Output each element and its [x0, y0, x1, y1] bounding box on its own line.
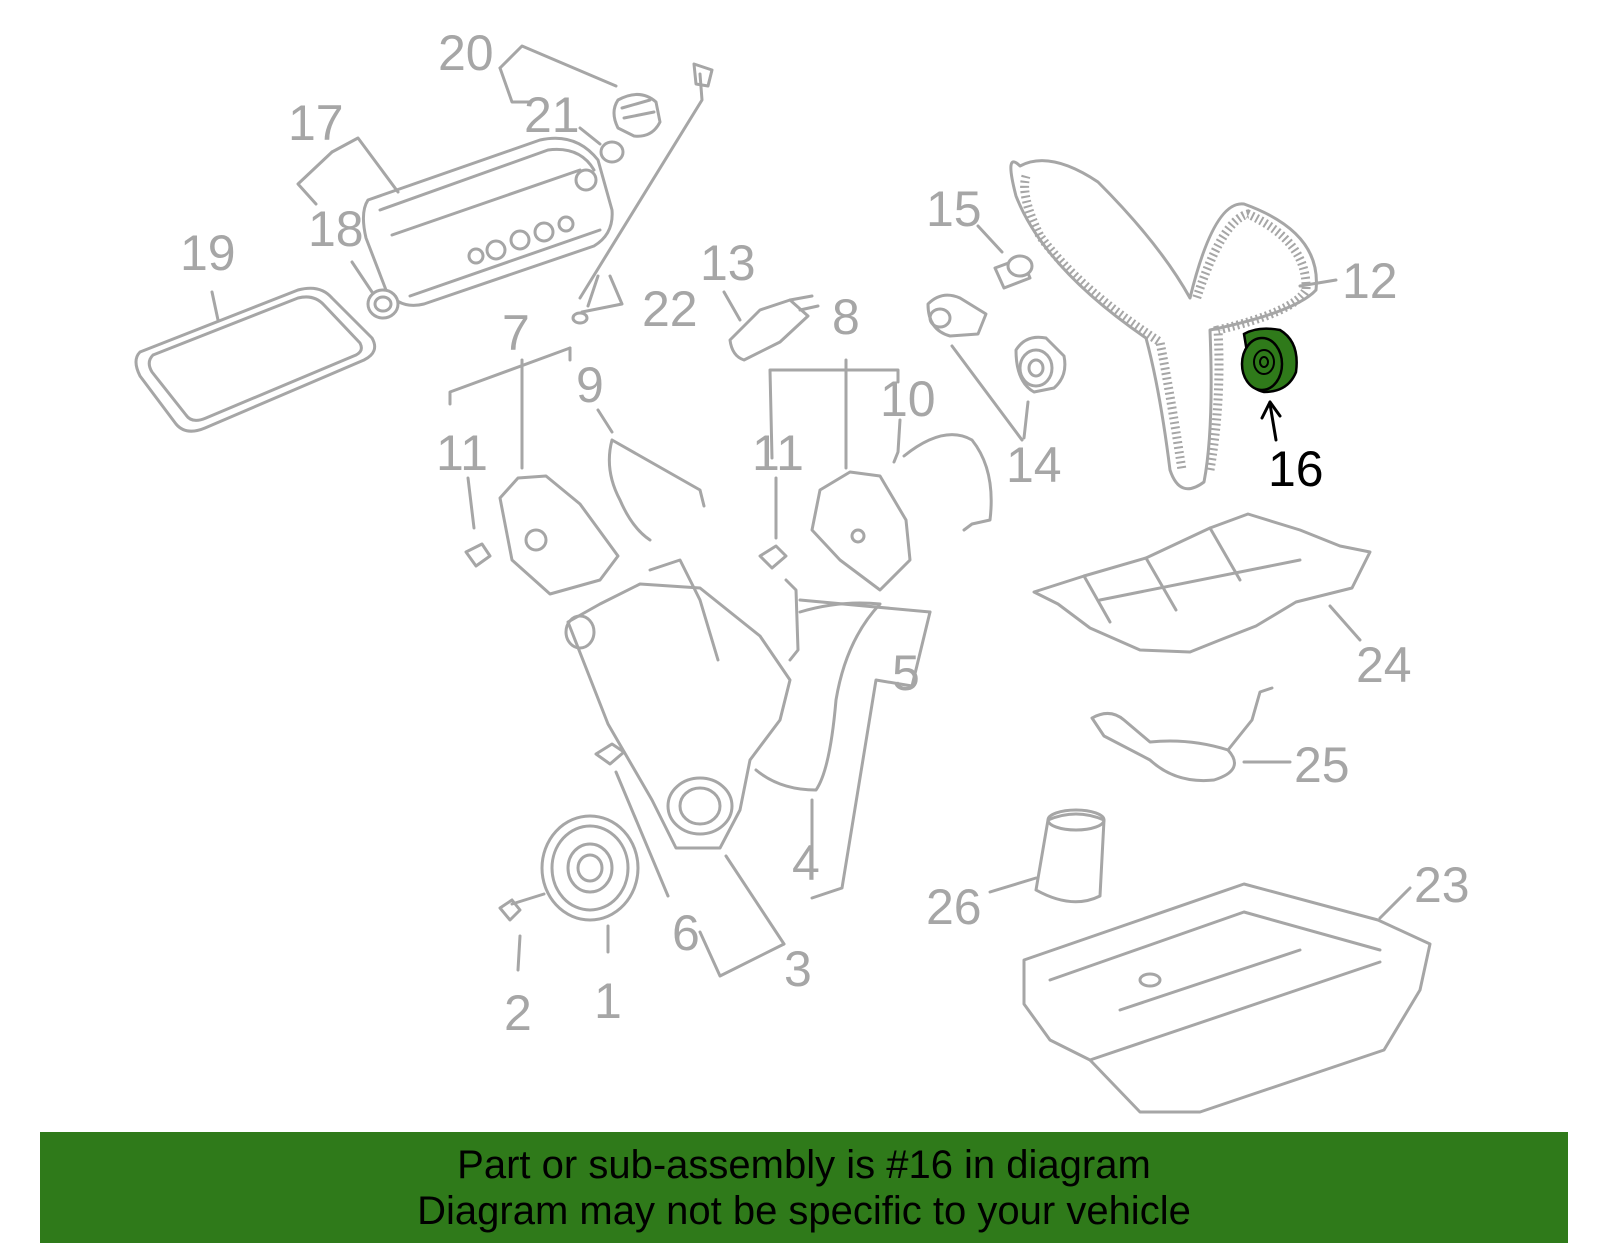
part-1-crankshaft-pulley: [540, 814, 640, 922]
engine-parts-diagram: 20 21 17 18 19 22 13 15 12 16 7 9 8 10 1…: [134, 25, 1470, 1114]
part-16-idler-pulley-highlighted: [1240, 327, 1298, 394]
part-12-timing-belt: [1009, 159, 1318, 491]
callout-7: 7: [502, 305, 530, 361]
callout-21: 21: [524, 87, 580, 143]
part-thermostat-housing: [926, 293, 988, 338]
part-24-oil-baffle: [1032, 512, 1372, 654]
part-10-gasket: [902, 433, 993, 532]
part-13-sensor: [728, 294, 820, 362]
part-11-bolt-right: [758, 544, 788, 570]
info-banner: Part or sub-assembly is #16 in diagram D…: [40, 1132, 1568, 1243]
callout-5: 5: [892, 645, 920, 701]
callout-15: 15: [926, 181, 982, 237]
banner-line-part-number: Part or sub-assembly is #16 in diagram: [457, 1142, 1151, 1187]
part-22-dipstick: [571, 62, 714, 325]
part-15-bushing: [993, 254, 1034, 290]
callout-13: 13: [700, 235, 756, 291]
part-8-housing: [810, 470, 912, 592]
callout-3: 3: [784, 941, 812, 997]
callout-4: 4: [792, 835, 820, 891]
banner-line-disclaimer: Diagram may not be specific to your vehi…: [417, 1188, 1191, 1233]
callout-20: 20: [438, 25, 494, 81]
callout-9: 9: [576, 357, 604, 413]
callout-22: 22: [642, 281, 698, 337]
part-2-bolt: [498, 892, 546, 922]
part-5-bracket: [784, 578, 800, 662]
part-9-gasket: [607, 438, 706, 542]
part-20-oil-filler-cap: [612, 93, 662, 138]
part-4-gasket: [754, 601, 882, 792]
callout-6: 6: [672, 905, 700, 961]
part-18-seal: [366, 288, 400, 320]
part-14-idler-pulley: [1014, 335, 1067, 394]
callout-19: 19: [180, 225, 236, 281]
callout-23: 23: [1414, 857, 1470, 913]
part-23-oil-pan: [1022, 882, 1432, 1114]
callout-8: 8: [832, 289, 860, 345]
part-21-o-ring: [599, 140, 625, 164]
callout-10: 10: [880, 371, 936, 427]
callout-18: 18: [308, 201, 364, 257]
part-26-oil-filter: [1034, 808, 1106, 904]
callout-12: 12: [1342, 253, 1398, 309]
part-7-housing: [498, 474, 620, 596]
callout-16: 16: [1268, 441, 1324, 497]
part-3-timing-cover: [564, 558, 792, 850]
callout-11-left: 11: [436, 425, 488, 481]
callout-14: 14: [1006, 437, 1062, 493]
part-25-oil-strainer: [1090, 686, 1274, 783]
part-19-valve-cover-gasket: [134, 286, 377, 433]
callout-26: 26: [926, 879, 982, 935]
callout-17: 17: [288, 95, 344, 151]
part-6-bolt: [594, 742, 626, 766]
callout-2: 2: [504, 985, 532, 1041]
part-17-valve-cover: [361, 136, 614, 307]
leader-lines: [210, 44, 1412, 978]
callout-11-right: 11: [752, 425, 804, 481]
callout-labels: 20 21 17 18 19 22 13 15 12 16 7 9 8 10 1…: [180, 25, 1470, 1041]
callout-25: 25: [1294, 737, 1350, 793]
callout-1: 1: [594, 973, 622, 1029]
part-11-bolt-left: [464, 542, 492, 568]
callout-24: 24: [1356, 637, 1412, 693]
